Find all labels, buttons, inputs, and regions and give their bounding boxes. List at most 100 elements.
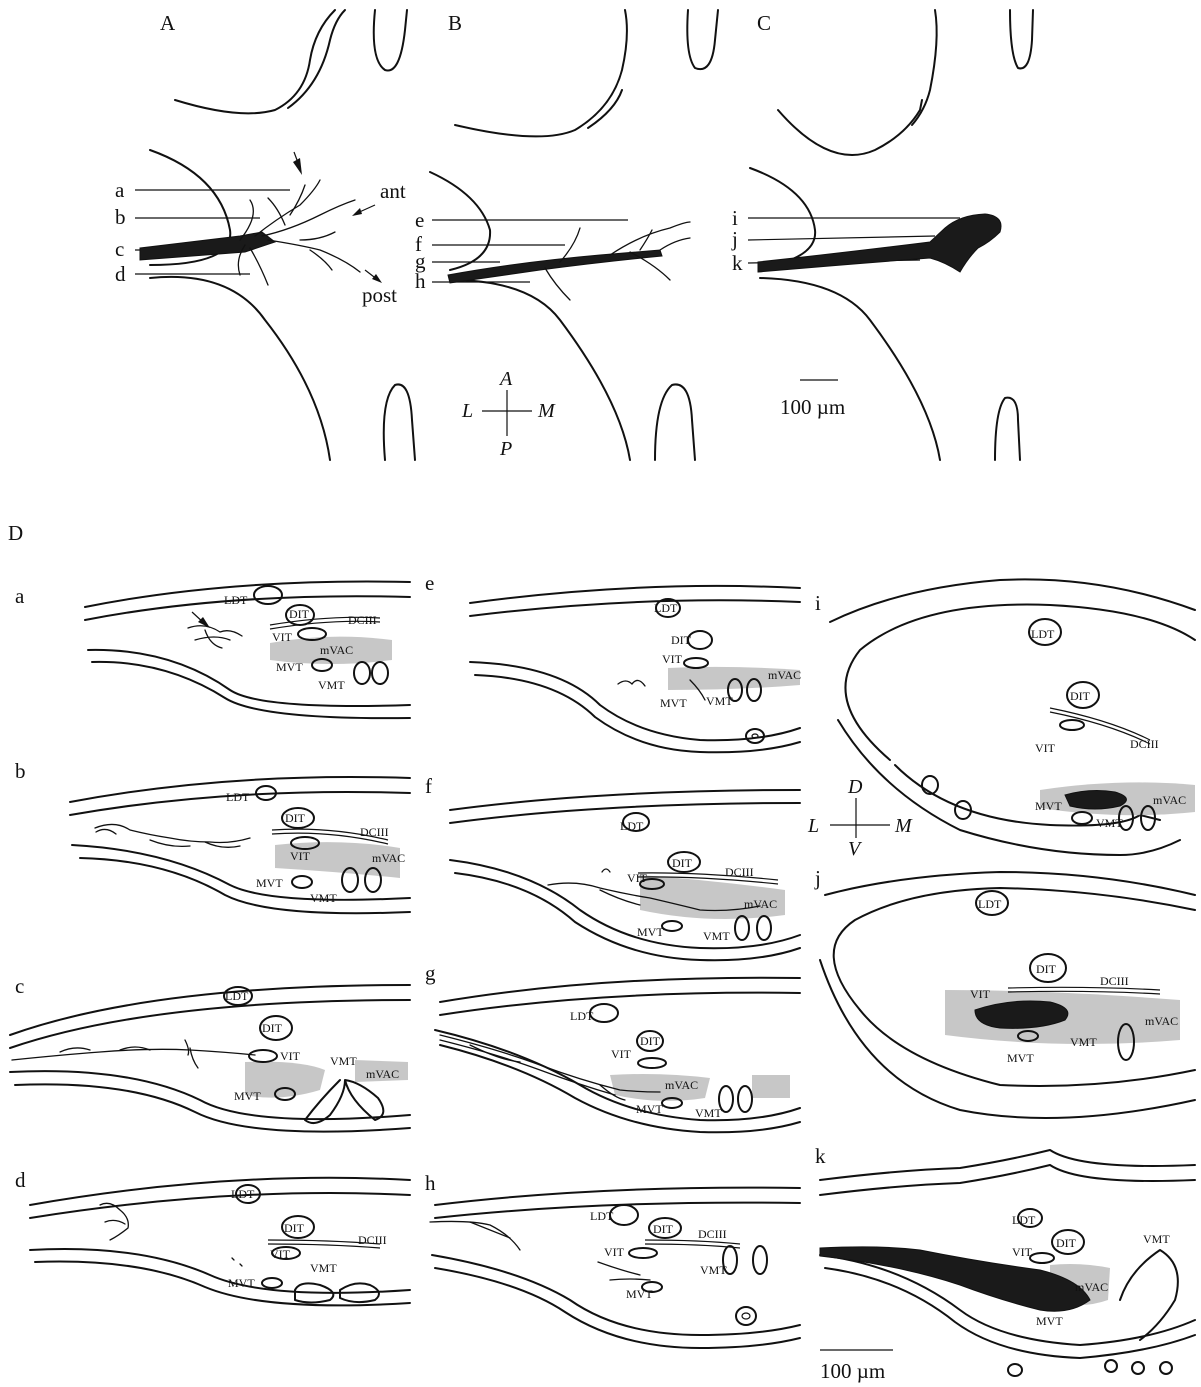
section-label-j: j: [814, 866, 821, 890]
label-LDT: LDT: [590, 1209, 614, 1223]
compass-L: L: [461, 400, 473, 422]
panel-C: C i j k 100 µm: [731, 10, 1033, 460]
label-mVAC: mVAC: [1153, 793, 1186, 807]
label-ant: ant: [380, 179, 406, 203]
label-DIT: DIT: [262, 1021, 283, 1035]
level-a: a: [115, 178, 125, 202]
label-LDT: LDT: [620, 819, 644, 833]
label-VIT: VIT: [270, 1247, 291, 1261]
label-VIT: VIT: [272, 630, 293, 644]
section-j: j LDT DIT DCIII VIT mVAC MVT VMT: [814, 866, 1195, 1118]
axon-b: [95, 824, 250, 847]
section-label-k: k: [815, 1144, 826, 1168]
arrowhead-A: [293, 158, 302, 175]
compass-V: V: [848, 838, 863, 860]
axon-c: [12, 1040, 255, 1068]
section-k: k LDT DIT VIT VMT mVAC MVT 100 µm: [815, 1144, 1195, 1383]
panel-label-C: C: [757, 11, 771, 35]
label-mVAC: mVAC: [1145, 1014, 1178, 1028]
section-a: a LDT DIT DCIII VIT mVAC MVT VMT: [15, 582, 410, 719]
label-VMT: VMT: [318, 678, 345, 692]
compass-P: P: [499, 438, 512, 460]
level-k: k: [732, 251, 743, 275]
section-label-g: g: [425, 961, 436, 985]
label-MVT: MVT: [256, 876, 283, 890]
level-d: d: [115, 262, 126, 286]
label-VIT: VIT: [280, 1049, 301, 1063]
label-VMT: VMT: [1070, 1035, 1097, 1049]
compass-L: L: [807, 815, 819, 837]
label-post: post: [362, 283, 397, 307]
panel-A: A a b c d ant: [115, 10, 415, 460]
section-d: d LDT DIT DCIII VIT VMT MVT: [15, 1168, 410, 1305]
label-DIT: DIT: [1070, 689, 1091, 703]
section-label-c: c: [15, 974, 24, 998]
section-h: h LDT DIT DCIII VIT VMT MVT: [425, 1171, 800, 1348]
label-DCIII: DCIII: [698, 1227, 727, 1241]
label-VIT: VIT: [611, 1047, 632, 1061]
label-MVT: MVT: [626, 1287, 653, 1301]
label-VMT: VMT: [310, 1261, 337, 1275]
label-MVT: MVT: [228, 1276, 255, 1290]
axon-k: [820, 1247, 1090, 1311]
label-LDT: LDT: [231, 1187, 255, 1201]
label-DCIII: DCIII: [725, 865, 754, 879]
label-DIT: DIT: [285, 811, 306, 825]
axon-i: [1065, 791, 1126, 809]
label-MVT: MVT: [1035, 799, 1062, 813]
label-LDT: LDT: [978, 897, 1002, 911]
axon-a: [188, 626, 242, 648]
label-VMT: VMT: [1143, 1232, 1170, 1246]
section-label-a: a: [15, 584, 25, 608]
label-mVAC: mVAC: [320, 643, 353, 657]
label-DCIII: DCIII: [1130, 737, 1159, 751]
compass-M: M: [894, 815, 913, 837]
label-LDT: LDT: [1031, 627, 1055, 641]
label-MVT: MVT: [1036, 1314, 1063, 1328]
section-b: b LDT DIT DCIII VIT mVAC MVT VMT: [15, 759, 410, 913]
label-MVT: MVT: [636, 1102, 663, 1116]
label-VMT: VMT: [310, 891, 337, 905]
section-label-i: i: [815, 591, 821, 615]
label-mVAC: mVAC: [1075, 1280, 1108, 1294]
label-DIT: DIT: [653, 1222, 674, 1236]
ant-arrow: [352, 208, 362, 216]
label-MVT: MVT: [660, 696, 687, 710]
axon-d: [100, 1203, 242, 1266]
label-VIT: VIT: [627, 871, 648, 885]
label-VMT: VMT: [330, 1054, 357, 1068]
label-VMT: VMT: [695, 1106, 722, 1120]
compass-A: A: [498, 368, 513, 390]
label-DCIII: DCIII: [1100, 974, 1129, 988]
level-c: c: [115, 237, 124, 261]
compass-M: M: [537, 400, 556, 422]
panel-label-D: D: [8, 521, 23, 545]
section-label-e: e: [425, 571, 434, 595]
label-MVT: MVT: [234, 1089, 261, 1103]
label-LDT: LDT: [570, 1009, 594, 1023]
label-MVT: MVT: [276, 660, 303, 674]
label-LDT: LDT: [226, 790, 250, 804]
scale-label-bottom: 100 µm: [820, 1359, 885, 1383]
label-LDT: LDT: [654, 601, 678, 615]
label-DCIII: DCIII: [358, 1233, 387, 1247]
panel-B: B e f g h A P L M: [415, 10, 718, 460]
label-mVAC: mVAC: [372, 851, 405, 865]
label-VIT: VIT: [1035, 741, 1056, 755]
axon-g: [440, 1035, 660, 1100]
label-DIT: DIT: [1056, 1236, 1077, 1250]
label-DIT: DIT: [671, 633, 692, 647]
label-DIT: DIT: [289, 607, 310, 621]
label-VMT: VMT: [700, 1263, 727, 1277]
section-label-h: h: [425, 1171, 436, 1195]
section-e: e LDT DIT VIT mVAC MVT VMT: [425, 571, 801, 752]
section-label-d: d: [15, 1168, 26, 1192]
label-VIT: VIT: [604, 1245, 625, 1259]
label-DCIII: DCIII: [360, 825, 389, 839]
label-DIT: DIT: [672, 856, 693, 870]
post-arrow: [372, 274, 382, 283]
label-MVT: MVT: [637, 925, 664, 939]
label-VIT: VIT: [290, 849, 311, 863]
label-LDT: LDT: [224, 593, 248, 607]
section-c: c LDT DIT VIT VMT mVAC MVT: [10, 974, 410, 1132]
